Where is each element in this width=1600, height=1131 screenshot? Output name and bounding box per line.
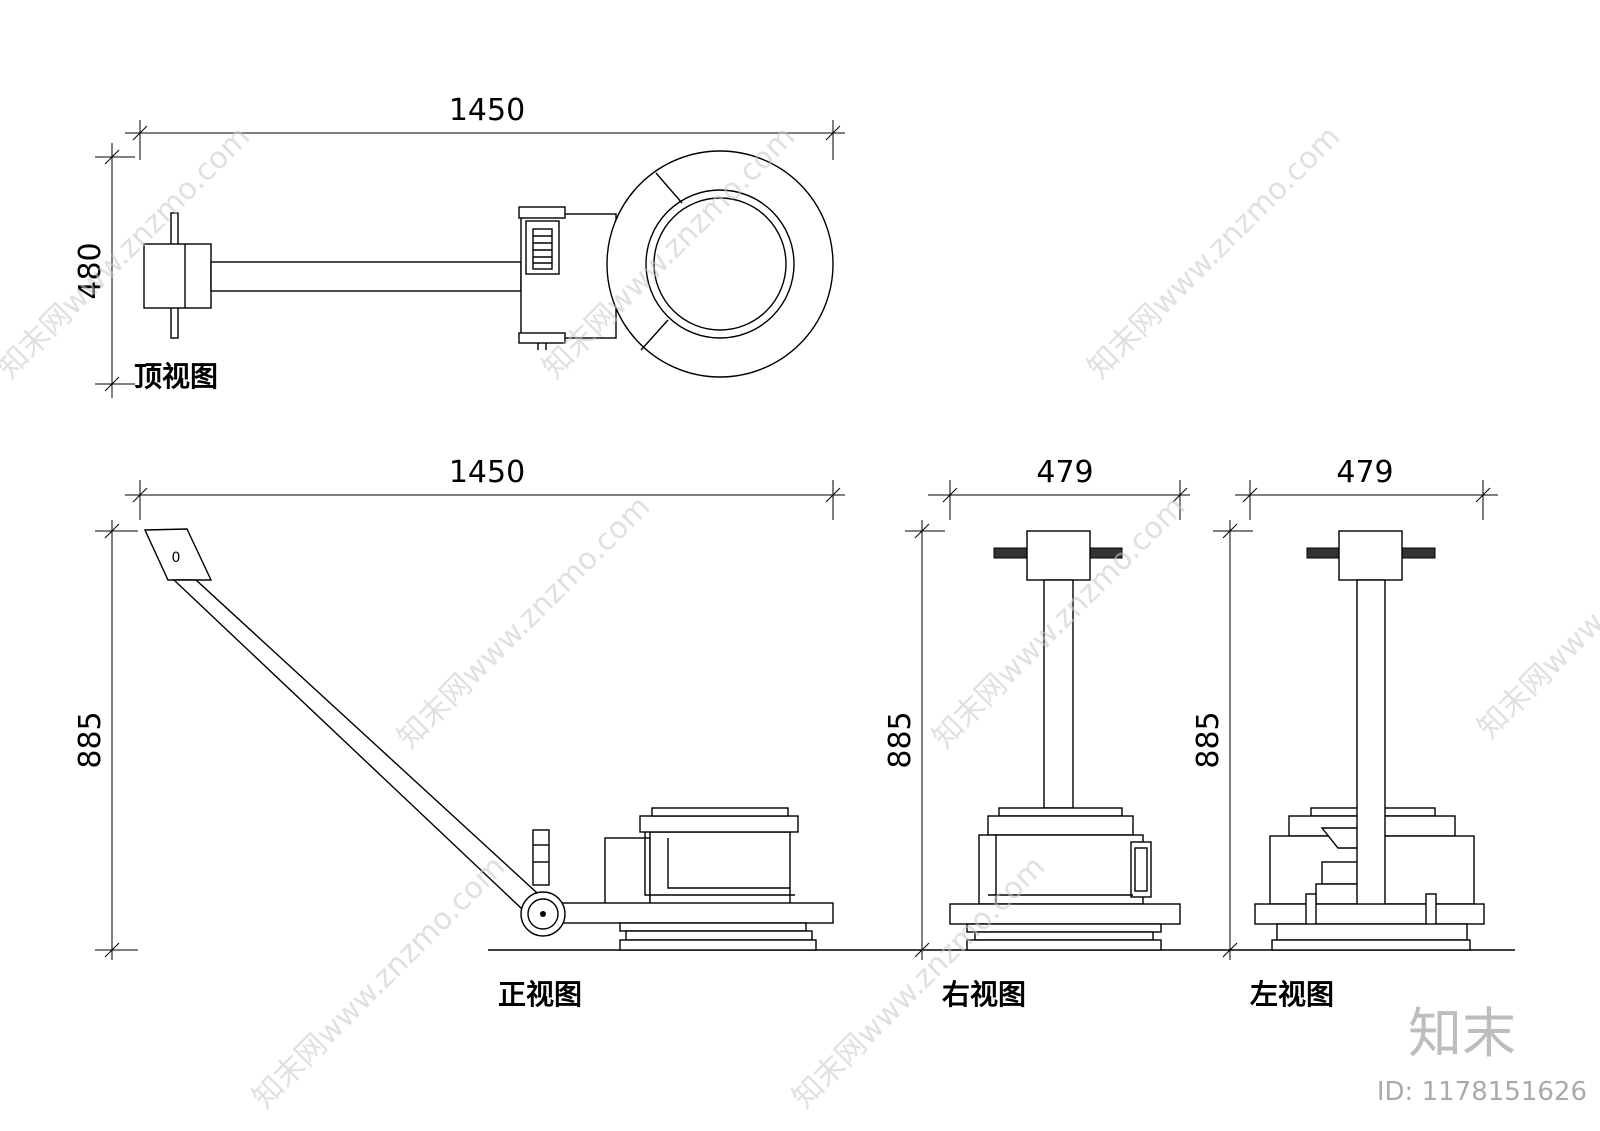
front-view-handle-mark: 0 bbox=[172, 550, 181, 566]
front-view-height-dimension: 885 bbox=[73, 520, 138, 960]
front-view-width-text: 1450 bbox=[449, 455, 525, 490]
right-view-width-text: 479 bbox=[1036, 455, 1093, 490]
right-view-width-dimension: 479 bbox=[928, 455, 1190, 520]
top-view-width-text: 1450 bbox=[449, 93, 525, 128]
watermark-text: 知末网www.znzmo.com bbox=[1081, 119, 1347, 385]
right-view-switch bbox=[1130, 841, 1152, 898]
top-view-handle-block bbox=[143, 243, 212, 309]
front-view-cord-holder bbox=[532, 829, 550, 886]
right-view-label: 右视图 bbox=[942, 978, 1026, 1011]
left-view-shaft bbox=[1356, 579, 1386, 925]
front-view-base bbox=[554, 902, 834, 924]
front-view-height-text: 885 bbox=[73, 711, 108, 768]
right-view-height-dimension: 885 bbox=[883, 520, 945, 960]
left-view-handle-block bbox=[1338, 530, 1403, 581]
watermark-text: 知末网www.znzmo.com bbox=[246, 849, 512, 1115]
top-view-outer-disc bbox=[606, 150, 834, 378]
front-view-width-dimension: 1450 bbox=[125, 455, 845, 520]
right-view-height-text: 885 bbox=[883, 711, 918, 768]
left-view-width-text: 479 bbox=[1336, 455, 1393, 490]
right-view-shaft bbox=[1043, 579, 1074, 809]
watermark-text: 知末网www.znzmo.com bbox=[391, 489, 657, 755]
right-view-handle-block bbox=[1026, 530, 1091, 581]
left-view-base bbox=[1254, 903, 1485, 925]
left-view: 479 885 左视图 bbox=[1191, 455, 1515, 1011]
top-view-shaft bbox=[210, 261, 522, 292]
top-view: 1450 480 顶 bbox=[73, 93, 845, 398]
watermark-brand: 知末 bbox=[1408, 1002, 1516, 1065]
left-view-height-dimension: 885 bbox=[1191, 520, 1253, 960]
front-view: 1450 885 0 bbox=[73, 455, 900, 1011]
top-view-inner-ring bbox=[645, 189, 795, 339]
right-view: 479 885 右视图 bbox=[883, 455, 1210, 1011]
left-view-width-dimension: 479 bbox=[1235, 455, 1498, 520]
watermark-id: ID: 1178151626 bbox=[1377, 1077, 1587, 1107]
top-view-width-dimension: 1450 bbox=[125, 93, 845, 160]
watermark-text: 知末网www.znzmo.com bbox=[0, 119, 257, 385]
top-view-height-text: 480 bbox=[73, 242, 108, 299]
front-view-handle-plate bbox=[143, 528, 213, 581]
top-view-label: 顶视图 bbox=[134, 360, 218, 393]
top-view-height-dimension: 480 bbox=[73, 143, 135, 398]
left-view-label: 左视图 bbox=[1250, 978, 1334, 1011]
left-view-height-text: 885 bbox=[1191, 711, 1226, 768]
watermark-text: 知末网www.znzmo.com bbox=[1471, 479, 1600, 745]
front-view-label: 正视图 bbox=[498, 978, 582, 1011]
right-view-motor-body bbox=[978, 834, 1144, 905]
front-view-motor-body bbox=[649, 831, 791, 905]
